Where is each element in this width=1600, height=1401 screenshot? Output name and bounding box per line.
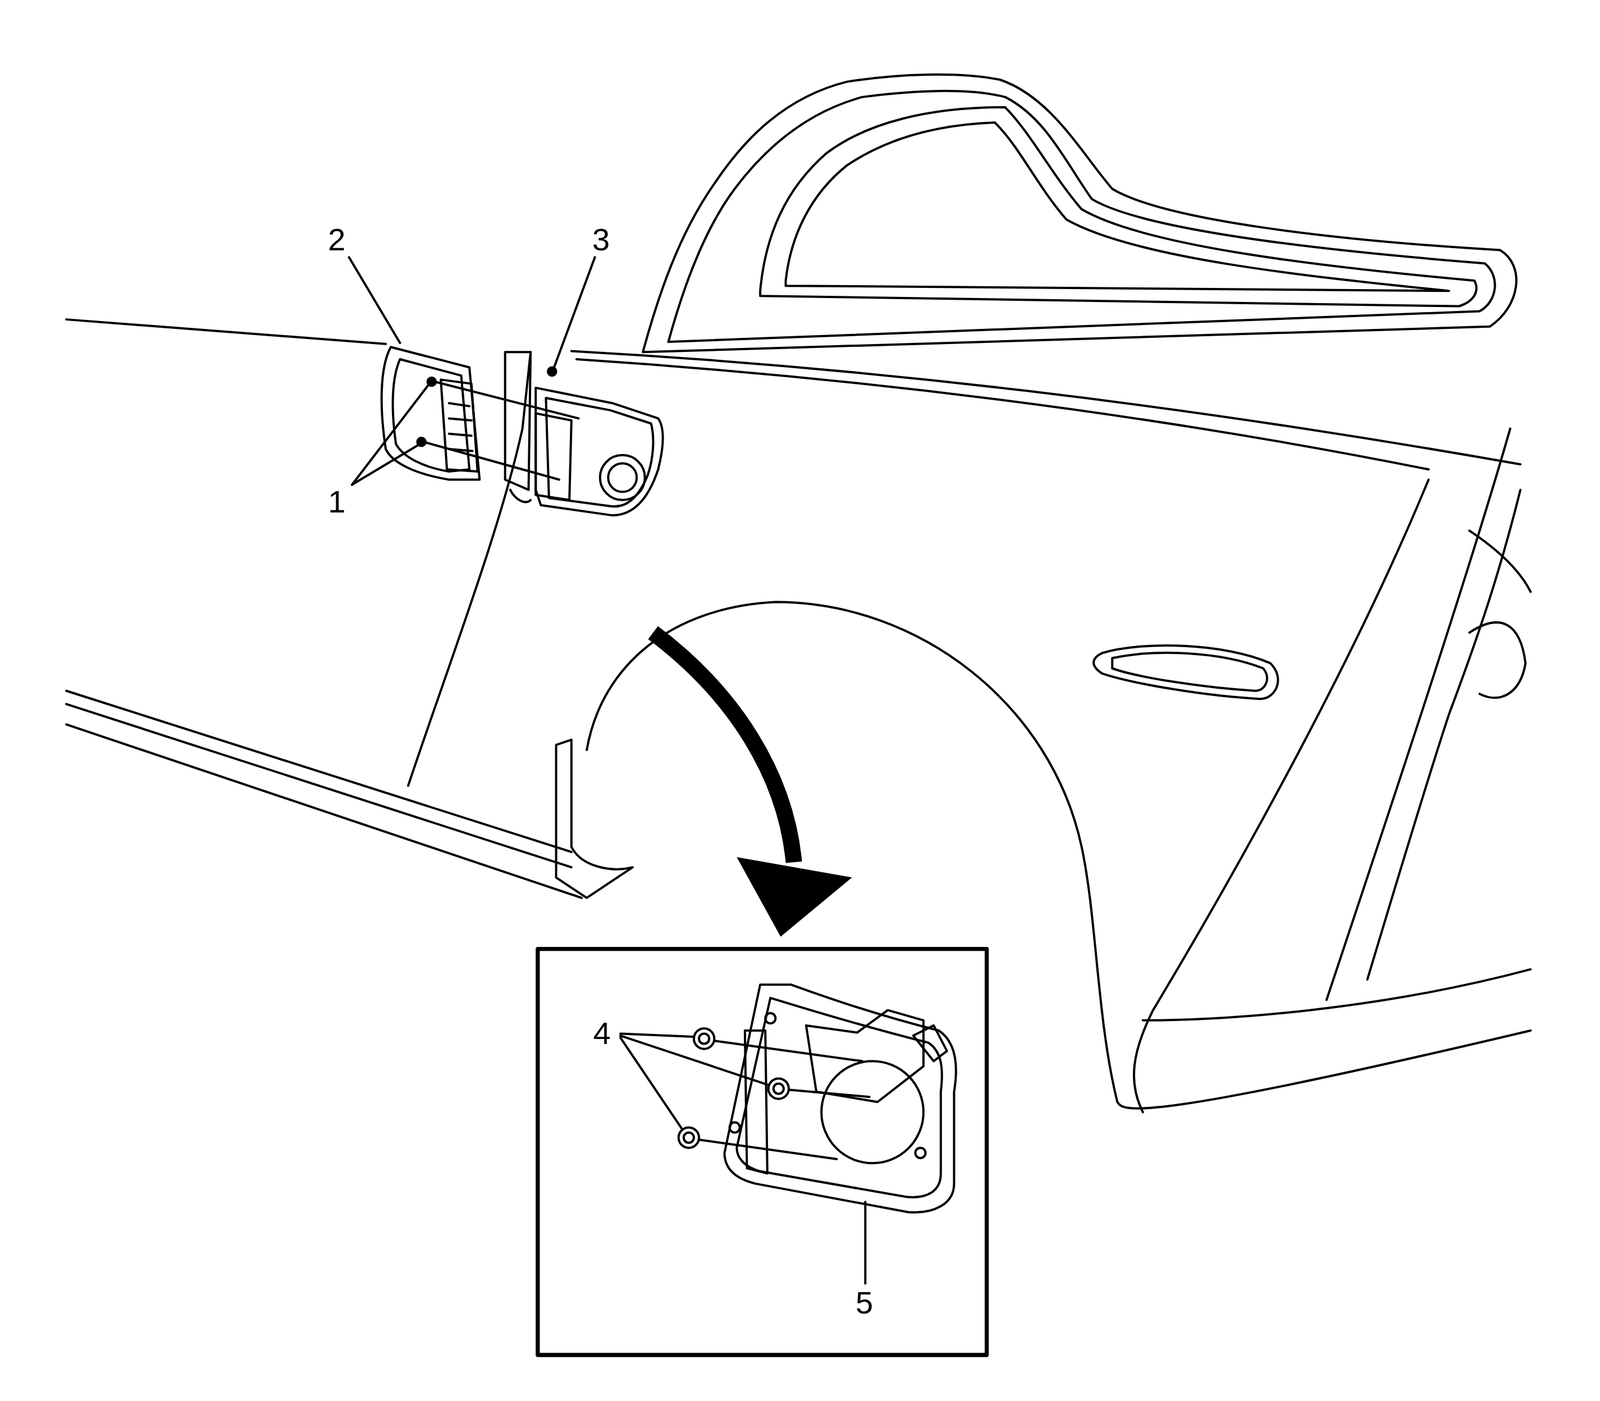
callout-number: 2 <box>327 224 346 256</box>
callout-number: 1 <box>327 486 346 518</box>
callout-number: 3 <box>592 224 610 256</box>
callout-number: 5 <box>855 1287 873 1319</box>
callout-number: 4 <box>593 1017 611 1050</box>
